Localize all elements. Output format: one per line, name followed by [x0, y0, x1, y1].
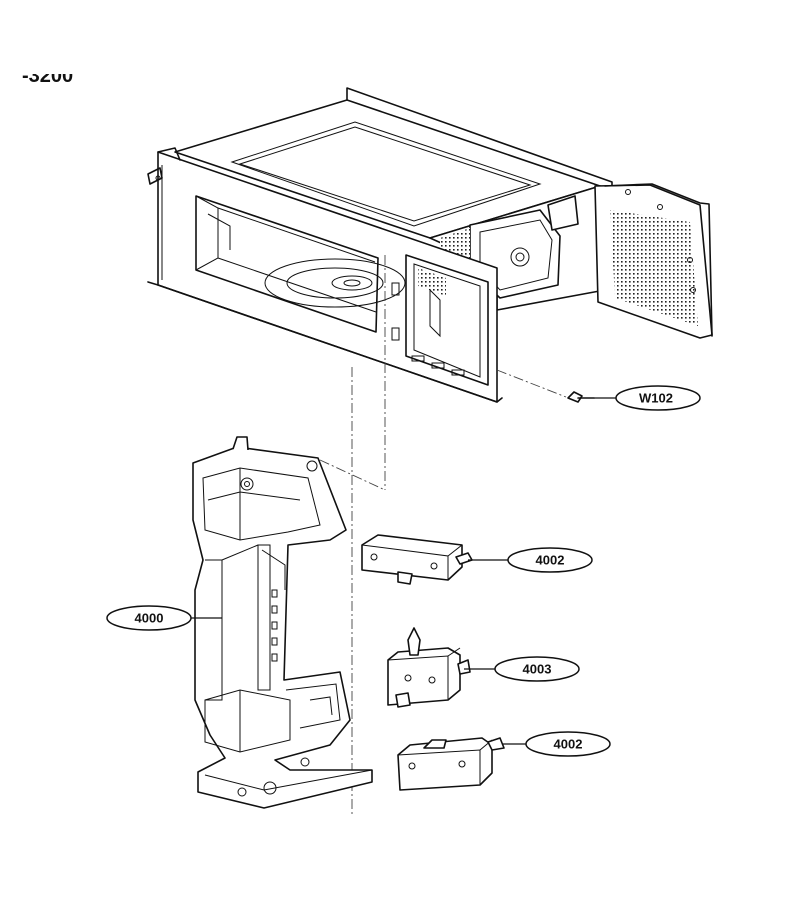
callout-label-w102: W102	[639, 391, 673, 406]
callout-4002-upper: 4002	[468, 547, 593, 573]
callout-w102: W102	[594, 385, 701, 411]
switch-4003	[387, 627, 471, 708]
callout-label-4002-lower: 4002	[554, 737, 583, 752]
callout-label-4000: 4000	[135, 611, 164, 626]
callout-label-4003: 4003	[523, 662, 552, 677]
callout-4003: 4003	[464, 656, 580, 682]
door-latch-board	[192, 436, 373, 809]
microwave-cavity-assembly	[147, 87, 713, 403]
callout-4002-lower: 4002	[502, 731, 611, 757]
callout-label-4002-upper: 4002	[536, 553, 565, 568]
switch-4002-upper	[361, 534, 473, 585]
page-marker: -3200	[0, 40, 140, 87]
switch-4002-lower	[397, 737, 505, 791]
screw-w102	[496, 369, 595, 403]
alignment-lines	[319, 255, 386, 815]
callout-4000: 4000	[106, 605, 222, 631]
